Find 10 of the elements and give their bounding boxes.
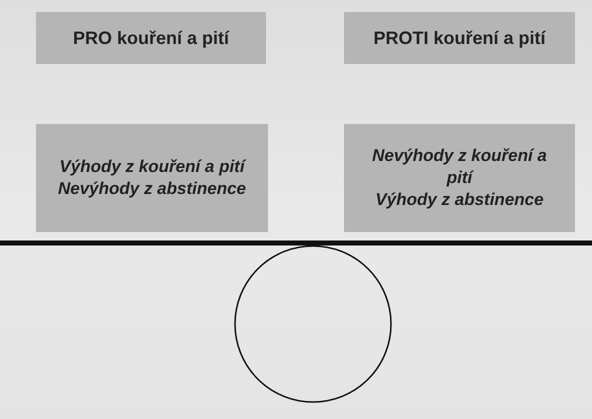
heading-box [344,12,575,64]
argument-box [36,124,268,232]
heading-box [36,12,266,64]
argument-text: Nevýhody z kouření a pití [371,144,548,189]
argument-box [344,124,575,232]
argument-text: Nevýhody z abstinence [58,178,246,200]
heading-text: PROTI kouření a pití [373,26,546,50]
argument-text: Výhody z abstinence [375,189,544,212]
argument-text: Výhody z kouření a pití [59,156,245,178]
heading-text: PRO kouření a pití [72,26,230,50]
